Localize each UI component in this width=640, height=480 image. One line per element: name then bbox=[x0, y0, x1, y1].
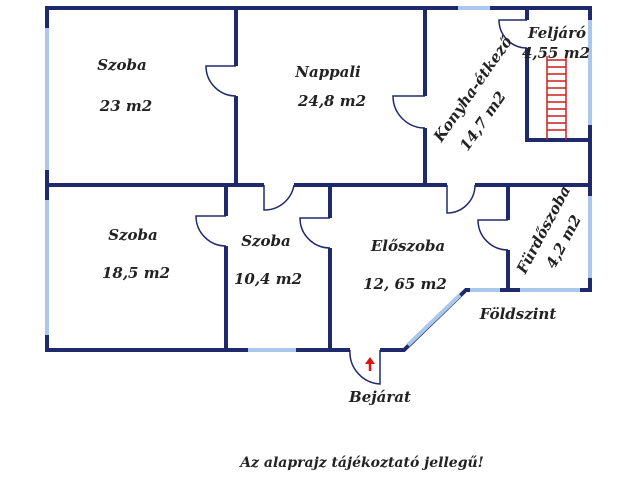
level-label: Földszint bbox=[479, 305, 557, 323]
room-feljaro-area: 4,55 m2 bbox=[522, 44, 590, 62]
room-szoba-1-name: Szoba bbox=[97, 56, 147, 74]
doors bbox=[195, 19, 530, 385]
room-nappali-area: 24,8 m2 bbox=[297, 92, 366, 110]
room-eloszoba-name: Előszoba bbox=[370, 237, 445, 255]
windows bbox=[45, 6, 592, 352]
room-szoba-3-area: 10,4 m2 bbox=[234, 270, 302, 288]
entrance-label: Bejárat bbox=[348, 388, 411, 406]
entrance-arrow-icon bbox=[365, 357, 375, 371]
room-eloszoba-area: 12, 65 m2 bbox=[363, 275, 447, 293]
outer-walls bbox=[45, 6, 592, 352]
room-szoba-2-name: Szoba bbox=[108, 226, 158, 244]
disclaimer-note: Az alaprajz tájékoztató jellegű! bbox=[238, 455, 484, 471]
room-nappali-name: Nappali bbox=[294, 63, 361, 81]
room-feljaro-name: Feljáró bbox=[527, 24, 586, 42]
staircase bbox=[546, 56, 567, 140]
room-szoba-3-name: Szoba bbox=[241, 232, 291, 250]
room-szoba-2-area: 18,5 m2 bbox=[102, 264, 170, 282]
room-szoba-1-area: 23 m2 bbox=[99, 97, 152, 115]
